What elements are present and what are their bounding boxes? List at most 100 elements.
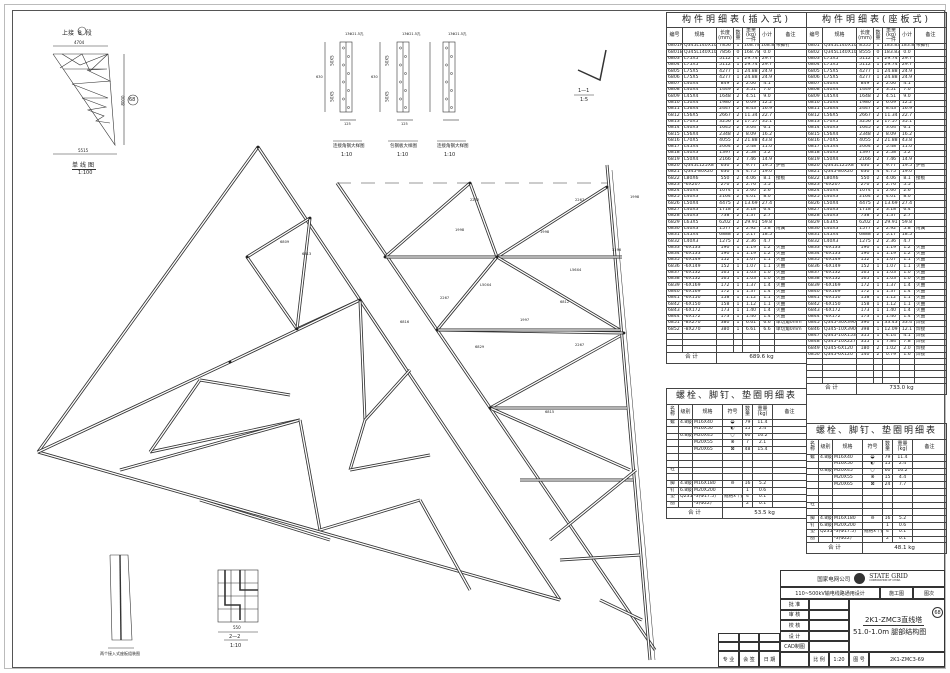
cell xyxy=(832,487,863,496)
cell xyxy=(882,508,893,517)
blank-row xyxy=(806,364,948,372)
cell: 168.78 xyxy=(742,42,760,51)
blank-row xyxy=(666,345,808,353)
part-number-bubble: 68 xyxy=(129,97,136,103)
cell xyxy=(818,494,833,503)
cell xyxy=(913,68,948,76)
cell xyxy=(771,486,808,495)
cell: 4.4 xyxy=(892,474,913,483)
bolt-symbol-icon xyxy=(722,486,743,495)
cell xyxy=(913,93,948,101)
cell xyxy=(771,466,808,475)
cell xyxy=(913,357,948,366)
cell: M20X45 xyxy=(692,432,723,441)
cell xyxy=(913,61,948,70)
joint-node xyxy=(256,145,260,149)
table-row: 栓 xyxy=(806,501,948,510)
cell: 焊接 xyxy=(913,345,948,353)
bolt-hole-icon xyxy=(347,106,350,109)
cell: 17.57 xyxy=(882,118,900,126)
cell xyxy=(911,515,948,523)
table-title: 螺栓、脚钉、垫圈明细表 xyxy=(805,423,948,440)
blank-row xyxy=(806,370,948,378)
cell xyxy=(666,459,679,468)
column-header: 数量 xyxy=(733,27,743,44)
column-header: 重量(kg) xyxy=(752,404,773,420)
cell: 0.6 xyxy=(892,521,913,530)
cell: 29.74 xyxy=(742,55,760,63)
cell: 0.1 xyxy=(752,493,773,502)
bolt-hole-icon xyxy=(450,55,453,58)
cell: M20X45 xyxy=(832,467,863,476)
column-header: 数量 xyxy=(873,27,883,44)
single-line-diagram xyxy=(52,26,139,155)
cell xyxy=(911,528,948,537)
member-label: 6829 xyxy=(475,345,485,349)
cell: 11.4 xyxy=(752,419,773,427)
cell: 4.8级 xyxy=(678,419,693,427)
bolt-hole-icon xyxy=(404,72,407,75)
cell: M16X40 xyxy=(832,454,863,462)
member-label: 6816 xyxy=(400,320,410,324)
cell: 183.8 xyxy=(899,42,915,51)
cell: 螺 xyxy=(666,419,679,427)
cell: 24 xyxy=(882,481,893,489)
cell xyxy=(882,501,893,510)
detail4-title: 两个接入式座板组装图 xyxy=(100,651,140,656)
cell: 15 xyxy=(742,425,753,434)
bolt-symbol-icon xyxy=(722,473,743,482)
cell: M20X200 xyxy=(832,521,863,530)
number-label: 图 号 xyxy=(849,652,869,667)
bolt-symbol-icon: ○ xyxy=(722,432,743,441)
bolt-symbol-icon xyxy=(862,487,883,496)
cell xyxy=(913,99,948,107)
cell: 24.88 xyxy=(742,74,760,82)
cell xyxy=(666,452,679,461)
cell xyxy=(678,452,693,461)
column-header: 备注 xyxy=(773,27,808,44)
cell xyxy=(818,460,833,469)
member-label: 6813 xyxy=(302,252,312,256)
dim-top-width: 4704 xyxy=(74,40,85,45)
cell xyxy=(742,466,753,475)
cell: Q345L140X10 xyxy=(682,42,717,51)
cell: 79 xyxy=(742,419,753,427)
cell: Q345L140X10 xyxy=(822,49,857,57)
cell: 2 xyxy=(882,535,893,544)
bolt-symbol-icon xyxy=(722,500,743,509)
cell: 垫 xyxy=(666,493,679,502)
section2-title: 2—2 xyxy=(229,634,241,640)
cell xyxy=(678,439,693,448)
cell: 16.2 xyxy=(752,432,773,441)
cell xyxy=(818,474,833,483)
header-row: 编号规格长度(mm)数量重量(kg) 一件小计备注 xyxy=(666,27,808,44)
cell xyxy=(678,466,693,475)
cell xyxy=(806,474,819,483)
bolt-symbol-icon: ⊗ xyxy=(862,474,883,483)
cell xyxy=(678,425,693,434)
cell xyxy=(771,419,808,427)
detail2-width: 125 xyxy=(401,122,408,126)
member-label: 2252 xyxy=(470,198,480,202)
cell: 6.8级 xyxy=(678,432,693,441)
